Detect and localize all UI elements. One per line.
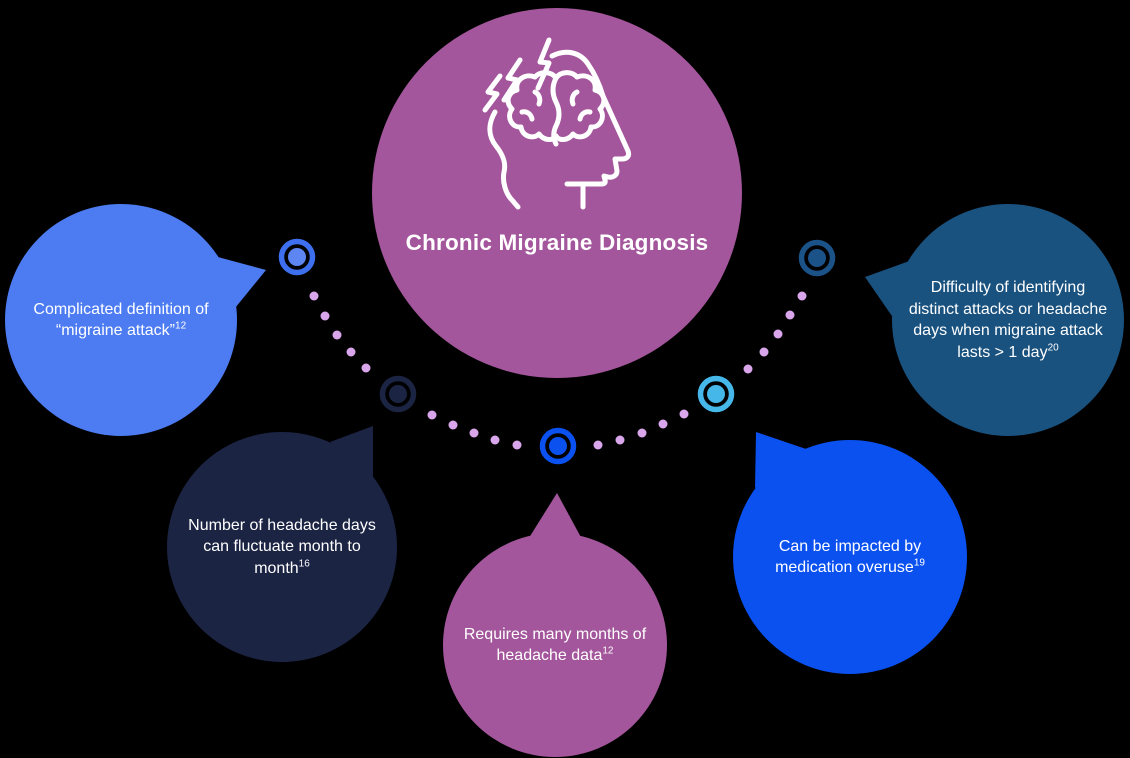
marker-dot [808,249,826,267]
marker-ring [379,375,417,413]
bubble-complicated-definition: Complicated definition of “migraine atta… [5,204,237,436]
bubble-difficulty-identifying: Difficulty of identifying distinct attac… [892,204,1124,436]
bubble-requires-months-data: Requires many months of headache data12 [443,533,667,757]
bubble-tail [527,493,583,541]
trail-marker-4 [697,375,735,413]
marker-ring [798,239,836,277]
trail-marker-1 [278,238,316,276]
bubble-medication-overuse: Can be impacted by medication overuse19 [733,440,967,674]
reference-superscript: 20 [1047,342,1059,354]
reference-superscript: 19 [913,557,925,569]
reference-superscript: 12 [175,320,187,332]
reference-superscript: 12 [602,645,614,657]
bubble-headache-days-fluctuate: Number of headache days can fluctuate mo… [167,432,397,662]
reference-superscript: 16 [298,558,310,570]
marker-dot [707,385,725,403]
brain-icon [505,70,607,147]
marker-ring [278,238,316,276]
diagram-title: Chronic Migraine Diagnosis [405,230,709,255]
dotted-arc [309,291,807,450]
bubble-text: Requires many months of headache data12 [463,625,647,665]
marker-ring [539,427,577,465]
lightning-bolts-icon [482,37,552,113]
bubble-text: Complicated definition of “migraine atta… [33,300,209,340]
marker-dot [549,437,567,455]
bubble-text: Difficulty of identifying distinct attac… [908,279,1108,361]
head-with-brain-and-lightning-icon [482,37,632,210]
trail-marker-2 [379,375,417,413]
marker-ring [697,375,735,413]
marker-dot [389,385,407,403]
marker-dot [288,248,306,266]
bubble-text: Can be impacted by medication overuse19 [775,537,925,577]
central-circle: Chronic Migraine Diagnosis [372,8,742,378]
trail-marker-3 [539,427,577,465]
bubble-text: Number of headache days can fluctuate mo… [188,516,376,577]
trail-marker-5 [798,239,836,277]
head-profile-icon [487,49,632,210]
